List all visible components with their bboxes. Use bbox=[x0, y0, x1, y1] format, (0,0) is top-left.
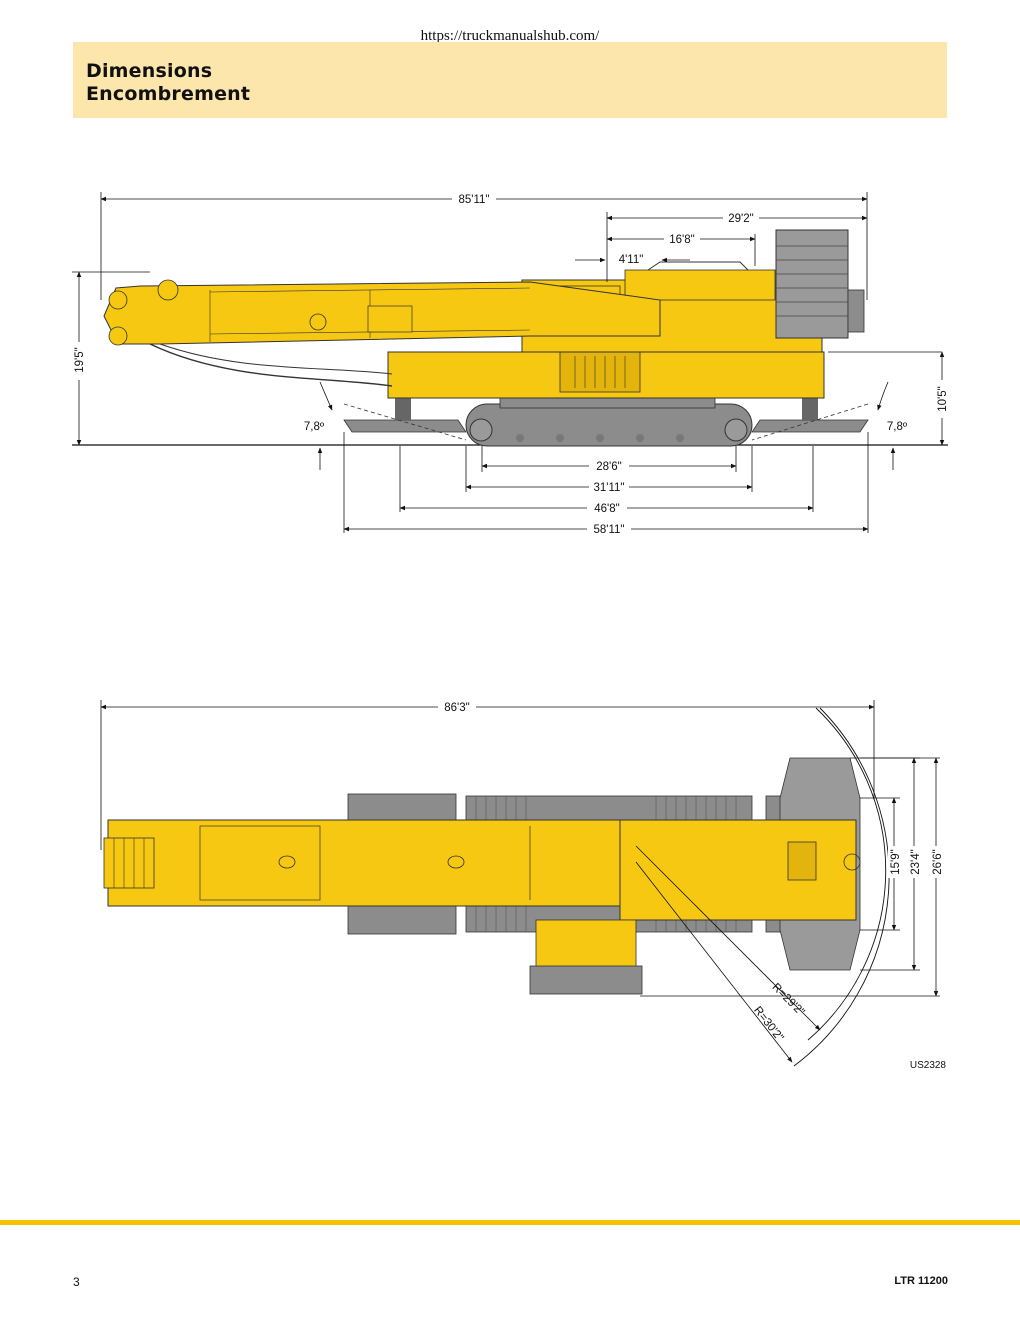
dim-width-outer: 26'6" bbox=[932, 849, 944, 874]
page-subtitle: Encombrement bbox=[86, 83, 251, 105]
dim-outrigger-span: 58'11" bbox=[593, 524, 624, 536]
footer-rule bbox=[0, 1220, 1020, 1225]
source-url: https://truckmanualshub.com/ bbox=[420, 28, 600, 44]
dim-width-inner: 15'9" bbox=[890, 849, 902, 874]
top-view-dimensions bbox=[100, 700, 940, 997]
dim-pad-centers: 46'8" bbox=[594, 503, 619, 515]
dim-top-length: 86'3" bbox=[444, 702, 469, 714]
page-title: Dimensions bbox=[86, 60, 213, 82]
dim-radius-large: R=30'2" bbox=[751, 1005, 785, 1044]
dim-rear-to-cab: 29'2" bbox=[728, 213, 753, 225]
dim-superstructure: 16'8" bbox=[669, 234, 694, 246]
dim-carbody-height: 10'5" bbox=[937, 386, 949, 411]
angle-right: 7,8º bbox=[887, 421, 908, 433]
dim-overall-length: 85'11" bbox=[458, 194, 489, 206]
angle-left: 7,8º bbox=[304, 421, 325, 433]
title-band: Dimensions Encombrement bbox=[73, 42, 947, 118]
model-name: LTR 11200 bbox=[894, 1275, 948, 1287]
dim-radius-small: R=29'2" bbox=[770, 981, 807, 1018]
page-number: 3 bbox=[73, 1275, 80, 1289]
drawing-code: US2328 bbox=[910, 1060, 947, 1071]
dim-track-length: 31'11" bbox=[593, 482, 624, 494]
dim-cab-offset: 4'11" bbox=[619, 254, 644, 266]
top-view-crane bbox=[103, 707, 890, 1067]
dim-width-mid: 23'4" bbox=[910, 849, 922, 874]
side-view-labels: 85'11" 29'2" 16'8" 4'11" 19'5" 10'5" 7,8… bbox=[72, 192, 949, 536]
side-view-crane bbox=[72, 229, 948, 470]
dim-track-contact: 28'6" bbox=[596, 461, 621, 473]
dim-overall-height: 19'5" bbox=[74, 347, 86, 372]
